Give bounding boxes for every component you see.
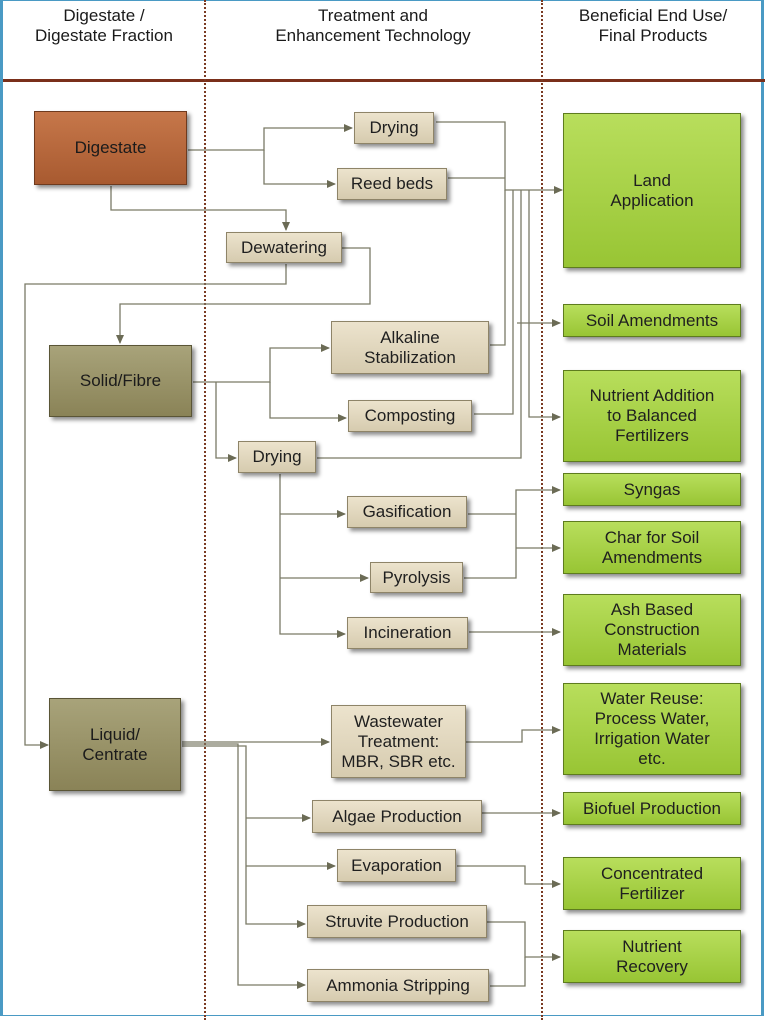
algae-production-box: Algae Production: [312, 800, 482, 833]
header-treatment-technology: Treatment and Enhancement Technology: [275, 6, 471, 45]
connector-evaporation-concfert: [457, 865, 561, 888]
connector-solid-alkaline: [193, 344, 330, 383]
land-application-box: Land Application: [563, 113, 741, 268]
gasification-box: Gasification: [347, 496, 467, 528]
connector-drying-land: [436, 121, 563, 194]
column-divider-2: [541, 0, 543, 1020]
drying-box-1: Drying: [354, 112, 434, 144]
solid-fibre-box: Solid/Fibre: [49, 345, 192, 417]
ash-construction-box: Ash Based Construction Materials: [563, 594, 741, 666]
pyrolysis-box: Pyrolysis: [370, 562, 463, 593]
digestate-box: Digestate: [34, 111, 187, 185]
header-end-use: Beneficial End Use/ Final Products: [578, 6, 728, 45]
alkaline-stabilization-box: Alkaline Stabilization: [331, 321, 489, 374]
syngas-box: Syngas: [563, 473, 741, 506]
connector-liquid-bus-2: [182, 745, 306, 928]
char-soil-amendments-box: Char for Soil Amendments: [563, 521, 741, 574]
nutrient-addition-box: Nutrient Addition to Balanced Fertilizer…: [563, 370, 741, 462]
incineration-box: Incineration: [347, 617, 468, 649]
connector-composting-land: [474, 190, 514, 415]
connector-liquid-bus-1: [182, 743, 306, 989]
connector-digestate-drying: [188, 124, 353, 151]
column-divider-1: [204, 0, 206, 1020]
connector-dewatering-liquid: [24, 264, 287, 749]
biofuel-production-box: Biofuel Production: [563, 792, 741, 825]
connector-dewatering-solid: [116, 247, 371, 344]
header-digestate-fraction: Digestate / Digestate Fraction: [35, 6, 173, 45]
evaporation-box: Evaporation: [337, 849, 456, 882]
connector-digestate-dewatering: [110, 186, 290, 231]
nutrient-recovery-box: Nutrient Recovery: [563, 930, 741, 983]
ammonia-stripping-box: Ammonia Stripping: [307, 969, 489, 1002]
connector-solid-land: [528, 190, 561, 421]
wastewater-treatment-box: Wastewater Treatment: MBR, SBR etc.: [331, 705, 466, 778]
connector-digestate-reedbeds: [263, 150, 336, 188]
drying-box-2: Drying: [238, 441, 316, 473]
connector-solid-drying2: [215, 382, 237, 462]
composting-box: Composting: [348, 400, 472, 432]
connector-drying2-land: [317, 190, 522, 459]
liquid-centrate-box: Liquid/ Centrate: [49, 698, 181, 791]
connector-alkaline-land: [490, 190, 506, 346]
reed-beds-box: Reed beds: [337, 168, 447, 200]
soil-amendments-box: Soil Amendments: [563, 304, 741, 337]
concentrated-fertilizer-box: Concentrated Fertilizer: [563, 857, 741, 910]
header-divider: [3, 79, 765, 82]
dewatering-box: Dewatering: [226, 232, 342, 263]
connector-ammonia-nutrient: [490, 957, 526, 987]
connector-solid-composting: [269, 382, 347, 422]
connector-wastewater-water: [466, 726, 561, 743]
water-reuse-box: Water Reuse: Process Water, Irrigation W…: [563, 683, 741, 775]
struvite-production-box: Struvite Production: [307, 905, 487, 938]
connector-struvite-nutrient: [487, 921, 561, 961]
connector-drying2-gasification: [279, 474, 346, 638]
connector-pyrolysis-merge: [464, 486, 561, 579]
